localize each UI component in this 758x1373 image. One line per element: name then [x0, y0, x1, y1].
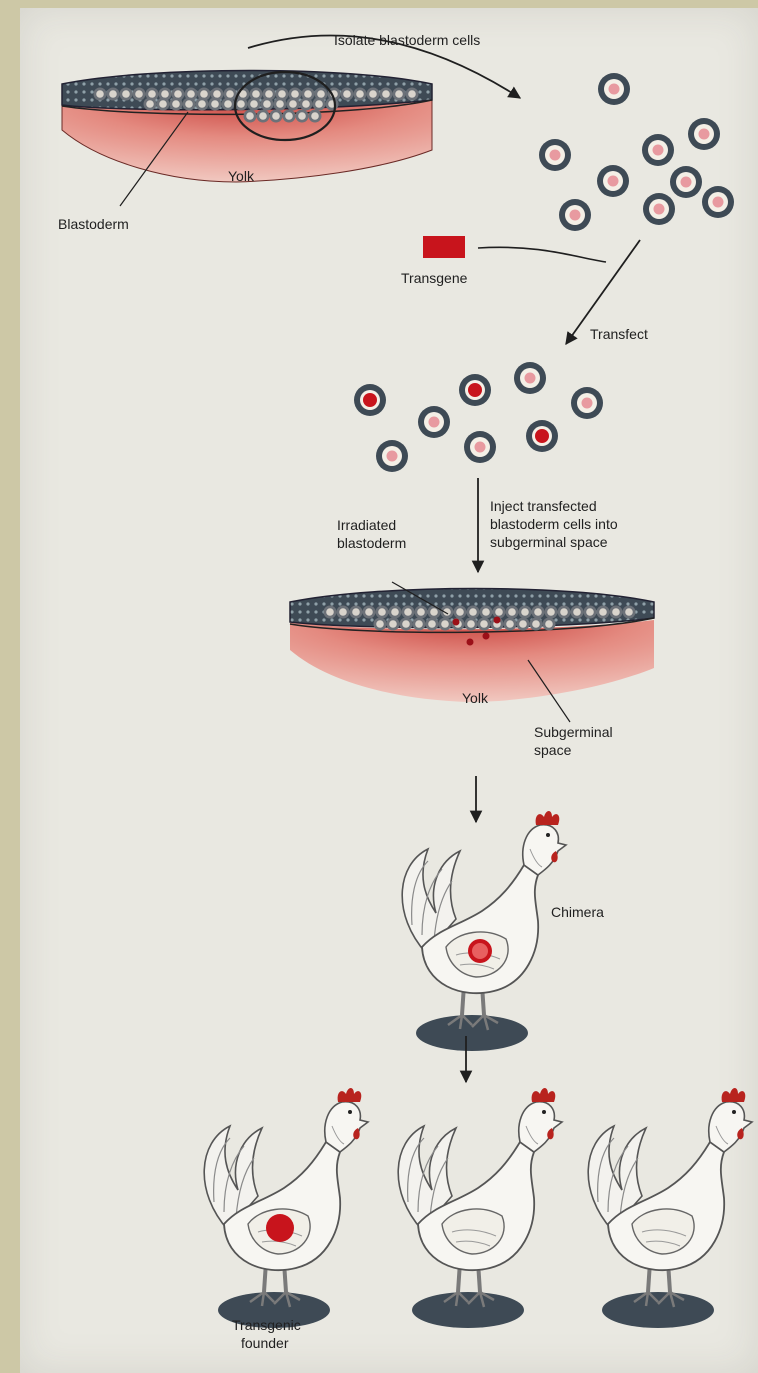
blastoderm-cell	[413, 618, 426, 631]
blastoderm-cell	[393, 88, 406, 101]
blastoderm-cell	[532, 606, 545, 619]
blastoderm-cell	[183, 98, 196, 111]
blastoderm-cell	[170, 98, 183, 111]
blastoderm-cell	[426, 618, 439, 631]
blastoderm-cell	[415, 606, 428, 619]
transgenic-founder-chicken	[204, 1088, 368, 1328]
blastoderm-cell	[313, 98, 326, 111]
blastoderm-cell	[467, 606, 480, 619]
blastoderm-cell	[337, 606, 350, 619]
inject-label-2: blastoderm cells into	[490, 516, 618, 533]
blastoderm-cell	[376, 606, 389, 619]
irradiated-label-2: blastoderm	[337, 535, 406, 552]
blastoderm-cell	[545, 606, 558, 619]
isolate-label: Isolate blastoderm cells	[334, 32, 480, 49]
middle-embryo	[290, 589, 654, 703]
blastoderm-cell	[597, 606, 610, 619]
blastoderm-cell	[380, 88, 393, 101]
blastoderm-cell	[248, 98, 261, 111]
blastoderm-cell	[439, 618, 452, 631]
blastoderm-cell	[389, 606, 402, 619]
offspring-chicken-3	[588, 1088, 752, 1328]
blastoderm-cell	[270, 110, 283, 123]
blastoderm-cell	[309, 110, 322, 123]
blastoderm-cell	[493, 606, 506, 619]
blastoderm-cell	[157, 98, 170, 111]
blastoderm-cell	[133, 88, 146, 101]
blastoderm-cell	[222, 98, 235, 111]
blastoderm-cell	[244, 110, 257, 123]
irradiated-label-1: Irradiated	[337, 517, 396, 534]
blastoderm-cell	[454, 606, 467, 619]
blastoderm-cell	[196, 98, 209, 111]
transgene-label: Transgene	[401, 270, 467, 287]
isolated-cells	[539, 73, 734, 231]
blastoderm-cell	[519, 606, 532, 619]
top-embryo	[62, 71, 432, 183]
offspring-chicken-2	[398, 1088, 562, 1328]
blastoderm-cell	[350, 606, 363, 619]
blastoderm-cell	[506, 606, 519, 619]
transfected-cells	[354, 362, 603, 472]
blastoderm-cell	[623, 606, 636, 619]
blastoderm-cell	[400, 618, 413, 631]
blastoderm-cell	[283, 110, 296, 123]
blastoderm-cell	[530, 618, 543, 631]
founder-label-2: founder	[241, 1335, 288, 1352]
blastoderm-cell	[402, 606, 415, 619]
blastoderm-cell	[324, 606, 337, 619]
blastoderm-cell	[504, 618, 517, 631]
blastoderm-cell	[261, 98, 274, 111]
blastoderm-cell	[441, 606, 454, 619]
blastoderm-cell	[300, 98, 313, 111]
blastoderm-cell	[543, 618, 556, 631]
blastoderm-cell	[558, 606, 571, 619]
blastoderm-cell	[571, 606, 584, 619]
blastoderm-label: Blastoderm	[58, 216, 129, 233]
blastoderm-cell	[144, 98, 157, 111]
founder-label-1: Transgenic	[232, 1317, 301, 1334]
yolk-top-label: Yolk	[228, 168, 254, 185]
blastoderm-cell	[120, 88, 133, 101]
blastoderm-cell	[406, 88, 419, 101]
blastoderm-cell	[326, 98, 339, 111]
blastoderm-cell	[374, 618, 387, 631]
blastoderm-cell	[367, 88, 380, 101]
blastoderm-cell	[354, 88, 367, 101]
blastoderm-cell	[465, 618, 478, 631]
transfect-label: Transfect	[590, 326, 648, 343]
blastoderm-cell	[478, 618, 491, 631]
blastoderm-cell	[480, 606, 493, 619]
blastoderm-cell	[257, 110, 270, 123]
blastoderm-cell	[209, 98, 222, 111]
blastoderm-cell	[584, 606, 597, 619]
subgerminal-label-1: Subgerminal	[534, 724, 613, 741]
chimera-chicken	[402, 811, 566, 1051]
blastoderm-cell	[428, 606, 441, 619]
blastoderm-cell	[517, 618, 530, 631]
blastoderm-cell	[363, 606, 376, 619]
blastoderm-cell	[274, 98, 287, 111]
inject-label-1: Inject transfected	[490, 498, 597, 515]
transgene-block	[423, 236, 465, 258]
blastoderm-cell	[610, 606, 623, 619]
blastoderm-cell	[107, 88, 120, 101]
blastoderm-cell	[287, 98, 300, 111]
yolk-bottom-label: Yolk	[462, 690, 488, 707]
subgerminal-label-2: space	[534, 742, 571, 759]
blastoderm-cell	[94, 88, 107, 101]
blastoderm-cell	[341, 88, 354, 101]
blastoderm-cell	[387, 618, 400, 631]
inject-label-3: subgerminal space	[490, 534, 608, 551]
blastoderm-cell	[296, 110, 309, 123]
chimera-label: Chimera	[551, 904, 604, 921]
transgene-line	[478, 247, 606, 262]
